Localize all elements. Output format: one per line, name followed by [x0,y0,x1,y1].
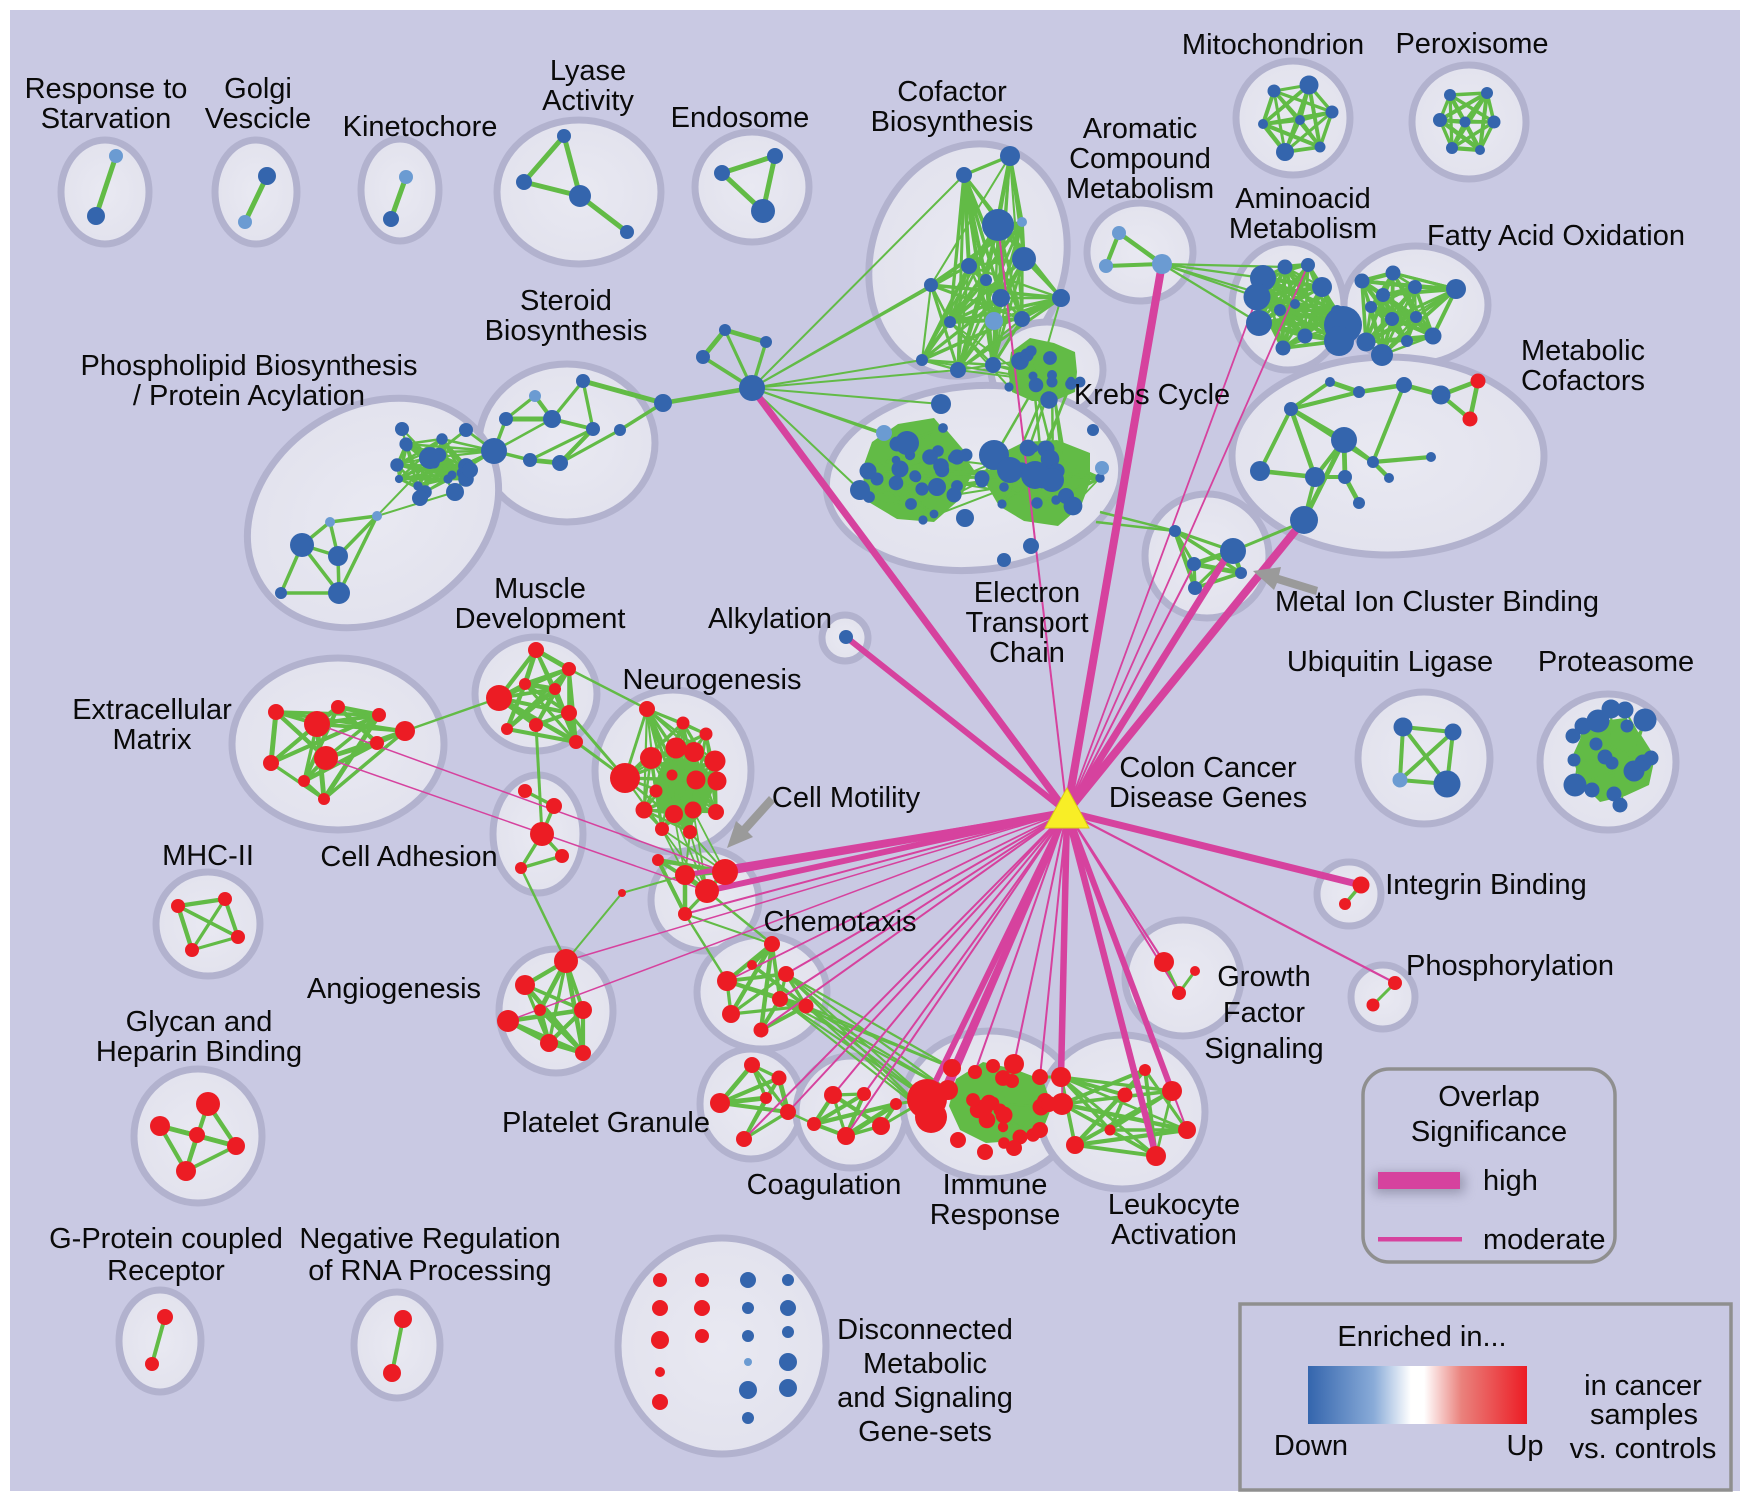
svg-text:Starvation: Starvation [41,103,172,135]
svg-text:Metabolism: Metabolism [1229,213,1377,245]
svg-text:Phospholipid Biosynthesis: Phospholipid Biosynthesis [81,350,418,382]
svg-text:Cell Motility: Cell Motility [772,782,921,814]
svg-text:Coagulation: Coagulation [747,1169,902,1201]
svg-text:Integrin Binding: Integrin Binding [1385,869,1587,901]
svg-text:Neurogenesis: Neurogenesis [623,664,802,696]
svg-text:Up: Up [1506,1430,1543,1462]
svg-text:in cancer: in cancer [1584,1370,1702,1402]
svg-text:Chain: Chain [989,637,1065,669]
svg-text:Disconnected: Disconnected [837,1314,1013,1346]
svg-text:Negative Regulation: Negative Regulation [299,1223,560,1255]
svg-text:Overlap: Overlap [1438,1081,1540,1113]
svg-text:Krebs Cycle: Krebs Cycle [1074,379,1230,411]
svg-text:Fatty Acid Oxidation: Fatty Acid Oxidation [1427,220,1685,252]
svg-text:Matrix: Matrix [113,724,192,756]
svg-text:Response: Response [930,1199,1061,1231]
svg-text:G-Protein coupled: G-Protein coupled [49,1223,283,1255]
svg-text:Glycan and: Glycan and [126,1006,273,1038]
svg-text:Growth: Growth [1217,961,1310,993]
svg-text:Ubiquitin Ligase: Ubiquitin Ligase [1287,646,1493,678]
svg-text:high: high [1483,1165,1538,1197]
svg-text:samples: samples [1590,1399,1698,1431]
svg-text:Biosynthesis: Biosynthesis [485,315,648,347]
svg-text:Transport: Transport [965,607,1088,639]
svg-text:MHC-II: MHC-II [162,840,254,872]
svg-text:Cell Adhesion: Cell Adhesion [320,841,497,873]
svg-text:Gene-sets: Gene-sets [858,1416,992,1448]
svg-text:Vescicle: Vescicle [205,103,311,135]
svg-text:Compound: Compound [1069,143,1211,175]
svg-text:Receptor: Receptor [107,1255,225,1287]
svg-text:and Signaling: and Signaling [837,1382,1013,1414]
svg-text:Cofactors: Cofactors [1521,365,1645,397]
svg-text:Lyase: Lyase [550,55,626,87]
svg-text:Significance: Significance [1411,1116,1567,1148]
svg-text:Response to: Response to [25,73,188,105]
svg-text:Platelet Granule: Platelet Granule [502,1107,710,1139]
svg-text:Aromatic: Aromatic [1083,113,1197,145]
svg-text:Chemotaxis: Chemotaxis [763,906,916,938]
svg-text:Immune: Immune [943,1169,1048,1201]
svg-text:Activation: Activation [1111,1219,1237,1251]
svg-text:Disease Genes: Disease Genes [1109,782,1307,814]
svg-text:Cofactor: Cofactor [897,76,1007,108]
svg-text:Endosome: Endosome [671,102,810,134]
svg-text:Leukocyte: Leukocyte [1108,1189,1240,1221]
svg-text:Proteasome: Proteasome [1538,646,1694,678]
svg-text:Colon Cancer: Colon Cancer [1119,752,1297,784]
svg-text:Signaling: Signaling [1204,1033,1323,1065]
svg-text:Kinetochore: Kinetochore [343,111,498,143]
svg-text:/ Protein Acylation: / Protein Acylation [133,380,365,412]
svg-text:Peroxisome: Peroxisome [1395,28,1548,60]
svg-text:Metal Ion Cluster Binding: Metal Ion Cluster Binding [1275,586,1599,618]
svg-text:Angiogenesis: Angiogenesis [307,973,481,1005]
svg-text:Heparin Binding: Heparin Binding [96,1036,302,1068]
svg-text:Biosynthesis: Biosynthesis [871,106,1034,138]
svg-text:Muscle: Muscle [494,573,586,605]
svg-text:Development: Development [455,603,626,635]
svg-text:Extracellular: Extracellular [72,694,232,726]
svg-text:Electron: Electron [974,577,1080,609]
svg-text:Metabolism: Metabolism [1066,173,1214,205]
svg-text:of RNA Processing: of RNA Processing [308,1255,551,1287]
svg-text:Enriched in...: Enriched in... [1337,1321,1506,1353]
svg-text:Down: Down [1274,1430,1348,1462]
svg-text:vs. controls: vs. controls [1570,1433,1717,1465]
svg-text:Steroid: Steroid [520,285,612,317]
svg-text:Golgi: Golgi [224,73,292,105]
svg-text:Phosphorylation: Phosphorylation [1406,950,1614,982]
svg-text:Aminoacid: Aminoacid [1235,183,1370,215]
svg-text:Activity: Activity [542,85,634,117]
svg-text:Alkylation: Alkylation [708,603,832,635]
svg-text:Metabolic: Metabolic [863,1348,987,1380]
svg-text:Factor: Factor [1223,997,1306,1029]
svg-text:Metabolic: Metabolic [1521,335,1645,367]
svg-text:Mitochondrion: Mitochondrion [1182,29,1364,61]
svg-text:moderate: moderate [1483,1224,1606,1256]
